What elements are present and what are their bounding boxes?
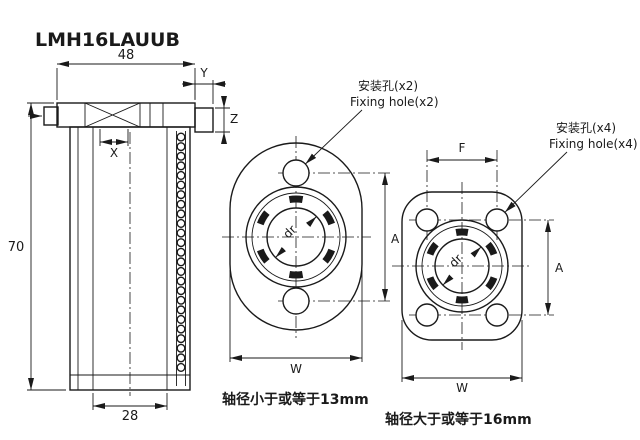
dim-z-text: Z <box>230 112 238 126</box>
flange2-leader-line <box>305 109 363 165</box>
flange-outline <box>56 102 196 128</box>
flange4-fixing-hole-top-left <box>415 208 439 232</box>
flange2-fixing-hole-bottom <box>282 287 310 315</box>
flange4-fixing-hole-top-right <box>485 208 509 232</box>
dim-y-text: Y <box>199 66 208 80</box>
dr-arrow-upper <box>470 246 482 258</box>
flange4-dim-a: A <box>545 220 564 315</box>
ball-arc <box>288 195 304 204</box>
ball-arc <box>455 228 469 236</box>
flange4-dim-f: F <box>427 141 497 163</box>
dim-48-extensions <box>56 68 196 100</box>
flange2-dim-w: W <box>229 270 363 376</box>
page-title: LMH16LAUUB <box>35 29 180 51</box>
flange-lip <box>43 106 59 126</box>
dim-48: 48 <box>56 48 196 100</box>
ball-arc <box>322 248 335 264</box>
ball-arc <box>322 210 335 226</box>
dim-70-extensions <box>27 102 66 391</box>
ball-arc <box>257 248 270 264</box>
flange2-bore <box>266 207 326 267</box>
flange4-fixing-hole-bottom-left <box>415 303 439 327</box>
dim-x-extensions <box>99 129 129 146</box>
ball-arc <box>426 276 439 291</box>
flange2-dim-a: A <box>382 173 400 301</box>
flange2-callout-cn: 安装孔(x2) <box>358 78 418 93</box>
flange2-callout: 安装孔(x2) Fixing hole(x2) <box>305 78 439 165</box>
dim-y-extensions <box>194 80 214 104</box>
side-section-view: 48 70 28 Y Z <box>8 48 239 424</box>
flange4-centerlines <box>392 182 532 350</box>
flange2-hole-axes <box>278 172 390 302</box>
ball-arc <box>485 241 498 256</box>
two-hole-flange-view: dr A W 安装孔(x2) Fixing hole(x2) 轴径小于或等于13… <box>222 78 439 408</box>
flange2-inner-ring <box>251 192 341 282</box>
body-outline <box>69 126 191 391</box>
ball-arc <box>288 270 304 279</box>
seal-cross-hatch <box>84 102 141 128</box>
flange2-outer-ring <box>245 186 347 288</box>
dim-48-text: 48 <box>118 48 135 63</box>
flange4-outline <box>401 191 523 341</box>
dim-x-text: X <box>110 146 118 160</box>
ball-arc <box>426 241 439 256</box>
dim-70-text: 70 <box>8 240 25 255</box>
dim-w-text: W <box>290 362 302 376</box>
ball-arc <box>485 276 498 291</box>
ball-arc <box>455 296 469 304</box>
flange4-callout-en: Fixing hole(x4) <box>549 137 638 151</box>
flange4-inner-ring <box>421 225 503 307</box>
flange2-fixing-hole-top <box>282 159 310 187</box>
dr-arrow-upper <box>305 216 317 228</box>
flange4-fixing-hole-bottom-right <box>485 303 509 327</box>
dr-arrow-lower <box>442 274 454 286</box>
flange2-ball-ring <box>257 195 335 279</box>
dim-f-text: F <box>459 141 466 155</box>
flange4-ball-ring <box>426 228 498 304</box>
flange4-caption: 轴径大于或等于16mm <box>385 411 532 428</box>
dim-z: Z <box>215 96 238 144</box>
dim-a-text: A <box>555 261 564 275</box>
flange4-leader-line <box>504 151 568 213</box>
flange4-bore <box>434 238 490 294</box>
flange-pilot-tab <box>194 107 214 133</box>
dim-x: X <box>99 129 129 160</box>
flange-division-lines <box>149 103 164 127</box>
dim-28: 28 <box>92 393 168 424</box>
flange4-outer-ring <box>415 219 509 313</box>
dim-w-extensions <box>401 320 523 382</box>
flange4-callout: 安装孔(x4) Fixing hole(x4) <box>504 120 638 213</box>
dim-w-extensions <box>229 270 363 362</box>
flange2-caption: 轴径小于或等于13mm <box>222 391 369 408</box>
flange4-dim-w: W <box>401 320 523 395</box>
dim-70: 70 <box>8 102 66 391</box>
dim-z-extensions <box>215 107 230 133</box>
four-hole-flange-view: F dr A W 安装孔(x4) Fixing hole(x4) 轴径大于或等于… <box>385 120 638 428</box>
flange2-outline <box>229 142 363 331</box>
dim-28-text: 28 <box>122 409 139 424</box>
ball-arc <box>257 210 270 226</box>
flange4-callout-cn: 安装孔(x4) <box>556 120 616 135</box>
body-inner-lines <box>70 127 190 390</box>
flange2-callout-en: Fixing hole(x2) <box>350 95 439 109</box>
dim-w-text: W <box>456 381 468 395</box>
dr-arrow-lower <box>275 246 287 258</box>
flange4-hole-axes <box>409 150 554 316</box>
dim-y: Y <box>182 66 226 104</box>
dim-a-text: A <box>391 232 400 246</box>
